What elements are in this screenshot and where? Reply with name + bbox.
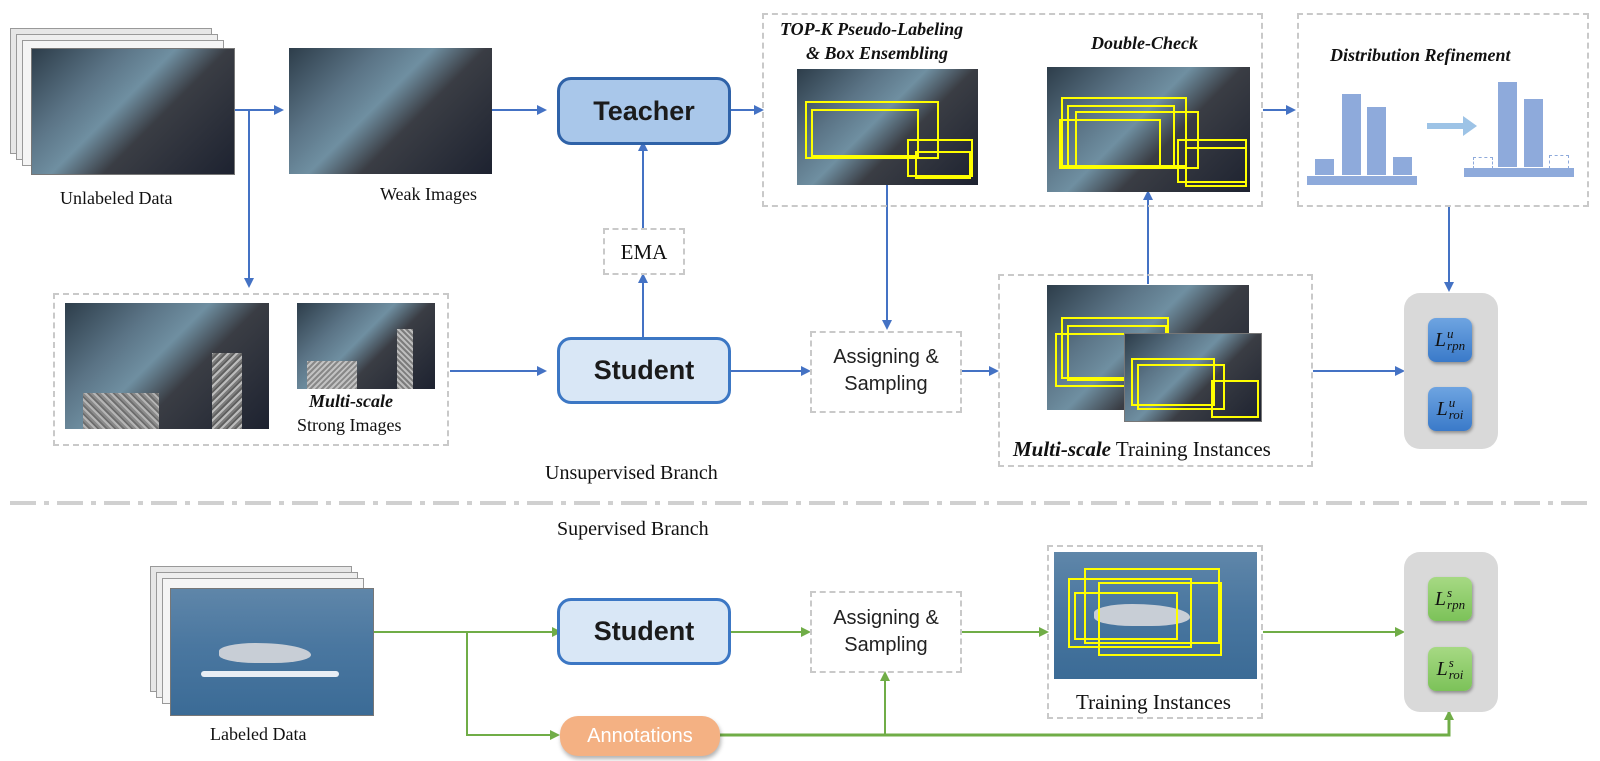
loss-base: L (1436, 397, 1448, 420)
distribution-refinement-panel (1297, 13, 1589, 207)
ema-label: EMA (620, 240, 668, 264)
assigning-sampling-box-sup (810, 591, 962, 673)
instance-image-small (1124, 333, 1262, 422)
assigning-sampling-box-unsup (810, 331, 962, 413)
unlabeled-data-label: Unlabeled Data (60, 188, 173, 208)
histogram-baseline (1307, 176, 1417, 185)
topk-title-line1: TOP-K Pseudo-Labeling (780, 19, 964, 39)
bbox (1137, 364, 1225, 410)
ema-box (603, 228, 685, 275)
unlabeled-data-stack (10, 28, 235, 175)
loss-subscript: rpn (1447, 338, 1466, 353)
histogram-bar-removed (1549, 155, 1569, 169)
bbox (1074, 592, 1178, 640)
arrow-labeled-to-annotations (466, 632, 560, 740)
topk-image (797, 69, 978, 185)
strong-images-panel (53, 293, 449, 446)
multi-scale-instances-label: Multi-scale Training Instances (1013, 437, 1271, 462)
loss-subscript: roi (1448, 667, 1464, 682)
bbox (1211, 380, 1259, 418)
bbox (1131, 358, 1215, 406)
multi-scale-instances-panel (998, 274, 1313, 467)
cutout-noise-small (397, 329, 413, 389)
bbox (1098, 582, 1222, 656)
training-instances-label: Training Instances (1076, 690, 1231, 714)
labeled-data-stack (150, 566, 375, 716)
loss-base: L (1434, 587, 1447, 610)
loss-superscript: u (1447, 326, 1454, 341)
histogram-bar (1367, 107, 1386, 175)
multi-scale-instances-bold: Multi-scale (1013, 437, 1111, 461)
student-model-sup: Student (557, 598, 731, 665)
refinement-arrowhead (1463, 116, 1477, 136)
cutout-noise-patch (83, 393, 159, 429)
double-check-title: Double-Check (1091, 33, 1198, 53)
unsupervised-branch-label: Unsupervised Branch (545, 462, 718, 484)
double-check-image (1047, 67, 1250, 192)
bbox (907, 139, 973, 177)
bbox (1185, 147, 1247, 187)
histogram-after (1464, 82, 1574, 185)
training-plane-image (1054, 552, 1257, 679)
bbox (805, 101, 939, 159)
weak-images-label: Weak Images (380, 184, 478, 204)
histogram-bar (1342, 94, 1361, 175)
bbox (1084, 568, 1220, 644)
assigning-sampling-text-unsup: Assigning & Sampling (810, 344, 962, 398)
weak-image (289, 48, 492, 174)
histogram-baseline (1464, 168, 1574, 177)
multi-scale-label: Multi-scale (309, 391, 393, 411)
unlabeled-train-image (31, 48, 235, 175)
bbox (915, 151, 971, 179)
strong-images-label: Strong Images (297, 415, 402, 435)
histogram-bar (1498, 82, 1517, 167)
assigning-line1: Assigning & (833, 346, 939, 368)
teacher-model: Teacher (557, 77, 731, 145)
plane-float (201, 671, 339, 677)
labeled-plane-image (170, 588, 374, 716)
bbox (1068, 578, 1192, 648)
loss-base: L (1436, 657, 1448, 680)
histogram-bar (1524, 99, 1543, 167)
bbox (1059, 119, 1161, 169)
cutout-noise-small-2 (307, 361, 357, 389)
loss-subscript: roi (1448, 407, 1464, 422)
strong-image-small (297, 303, 435, 389)
histogram-before (1307, 90, 1417, 185)
loss-superscript: u (1448, 395, 1456, 410)
topk-title-line2: & Box Ensembling (806, 43, 949, 63)
bbox (811, 109, 919, 157)
arrow-annotations-to-sup-loss (720, 710, 1454, 737)
loss-base: L (1434, 328, 1447, 351)
annotations-node: Annotations (560, 716, 720, 756)
loss-subscript: rpn (1447, 597, 1466, 612)
loss-superscript: s (1447, 585, 1453, 600)
training-instances-panel (1047, 545, 1263, 719)
bbox (1067, 105, 1175, 167)
plane-shape (1094, 604, 1190, 626)
labeled-data-label: Labeled Data (210, 724, 307, 744)
distribution-refinement-title: Distribution Refinement (1330, 45, 1511, 65)
pseudo-label-panel (762, 13, 1263, 207)
student-model-unsup: Student (557, 337, 731, 404)
assigning-sampling-text-sup: Assigning & Sampling (810, 605, 962, 659)
supervised-branch-label: Supervised Branch (557, 518, 709, 540)
assigning-line1: Assigning & (833, 607, 939, 629)
strong-image-large (65, 303, 269, 429)
refinement-arrow (1427, 123, 1467, 129)
assigning-line2: Sampling (844, 634, 928, 656)
loss-superscript: s (1448, 655, 1454, 670)
assigning-line2: Sampling (844, 373, 928, 395)
plane-shape (219, 643, 311, 663)
histogram-bar (1315, 159, 1334, 175)
histogram-bar (1393, 157, 1412, 175)
cutout-noise-strip (212, 353, 242, 429)
training-instances-suffix: Training Instances (1115, 437, 1271, 461)
